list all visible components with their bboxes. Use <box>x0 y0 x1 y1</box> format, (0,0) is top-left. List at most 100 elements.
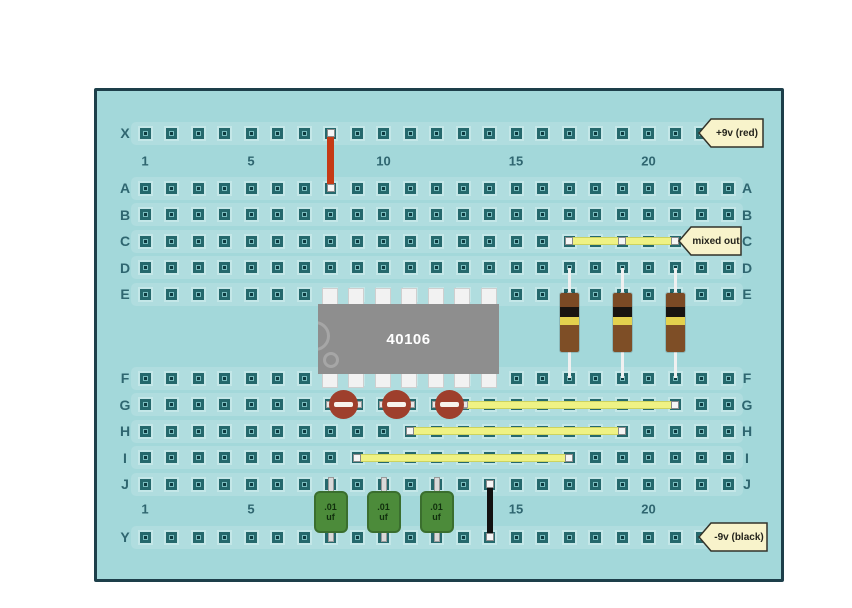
net-label-tag-shape <box>698 118 764 148</box>
breadboard-hole <box>510 288 522 300</box>
breadboard-hole <box>219 127 230 139</box>
wire-end-cap <box>618 427 626 435</box>
breadboard-hole <box>590 478 601 490</box>
capacitor-value: uf <box>432 512 441 522</box>
trimmer-pot[interactable] <box>435 390 465 419</box>
breadboard-hole <box>219 425 230 437</box>
breadboard-hole <box>192 425 204 437</box>
row-label-left-Y: Y <box>120 529 130 545</box>
breadboard-hole <box>457 235 469 247</box>
breadboard-hole <box>245 399 257 410</box>
breadboard-hole <box>166 531 177 543</box>
breadboard-hole <box>298 425 310 437</box>
row-label-left-C: C <box>119 233 131 249</box>
row-label-right-I: I <box>745 449 749 466</box>
resistor[interactable] <box>612 293 632 352</box>
breadboard-hole <box>192 452 204 463</box>
breadboard-hole <box>298 399 310 410</box>
breadboard-hole <box>166 425 177 437</box>
breadboard-hole <box>351 531 363 543</box>
capacitor-lead <box>380 477 387 492</box>
column-label-bottom-15: 15 <box>508 501 524 517</box>
breadboard-hole <box>219 478 230 490</box>
breadboard-hole <box>643 209 654 220</box>
breadboard-hole <box>166 262 177 273</box>
ic-label: 40106 <box>386 330 431 348</box>
row-label-left-E: E <box>120 286 130 302</box>
hookup-wire[interactable] <box>463 400 675 409</box>
resistor[interactable] <box>559 293 579 352</box>
breadboard-hole <box>510 209 522 220</box>
breadboard-hole <box>245 288 257 300</box>
breadboard-hole <box>669 372 681 384</box>
jumper-wire-red[interactable] <box>327 133 334 188</box>
breadboard-hole <box>616 127 628 139</box>
breadboard-hole <box>484 235 495 247</box>
breadboard-hole <box>510 372 522 384</box>
breadboard-hole <box>457 127 469 139</box>
breadboard-hole <box>722 182 734 194</box>
breadboard-hole <box>590 182 601 194</box>
breadboard-hole <box>166 452 177 463</box>
breadboard-hole <box>272 288 283 300</box>
hookup-wire[interactable] <box>357 453 569 462</box>
breadboard-hole <box>166 399 177 410</box>
breadboard-hole <box>722 452 734 463</box>
resistor[interactable] <box>665 293 685 352</box>
breadboard-hole <box>616 531 628 543</box>
net-label-mixed-out[interactable]: mixed out <box>678 226 742 256</box>
breadboard-hole <box>510 531 522 543</box>
breadboard-hole <box>669 478 681 490</box>
row-label-left-X: X <box>120 125 130 141</box>
hookup-wire[interactable] <box>622 237 675 245</box>
breadboard-hole <box>669 425 681 437</box>
breadboard-hole <box>696 399 707 410</box>
capacitor-value: uf <box>379 512 388 522</box>
column-label-top-5: 5 <box>247 153 255 169</box>
hookup-wire[interactable] <box>410 427 622 435</box>
breadboard-hole <box>431 127 442 139</box>
breadboard-hole <box>139 127 151 139</box>
trimmer-pot[interactable] <box>329 390 359 419</box>
trimmer-pot[interactable] <box>382 390 412 419</box>
capacitor-value: .01 <box>324 502 337 512</box>
column-label-bottom-20: 20 <box>641 501 656 517</box>
row-label-right-E: E <box>742 286 752 302</box>
breadboard-hole <box>563 182 575 194</box>
row-label-right-A: A <box>741 180 753 196</box>
breadboard-hole <box>616 478 628 490</box>
row-label-right-C: C <box>741 233 753 249</box>
breadboard-hole <box>245 262 257 273</box>
hookup-wire[interactable] <box>569 237 622 245</box>
row-label-left-I: I <box>123 449 127 466</box>
breadboard-hole <box>722 399 734 410</box>
trimmer-slot-icon <box>334 402 354 407</box>
breadboard-hole <box>272 531 283 543</box>
net-label-plus9v-red[interactable]: +9v (red) <box>698 118 764 148</box>
breadboard-hole <box>722 262 734 273</box>
breadboard-hole <box>431 182 442 194</box>
column-label-bottom-1: 1 <box>141 501 149 517</box>
jumper-wire-black[interactable] <box>486 484 493 537</box>
breadboard-hole <box>139 399 151 410</box>
breadboard-hole <box>404 531 416 543</box>
breadboard-hole <box>325 425 336 437</box>
net-label-minus9v-black[interactable]: -9v (black) <box>698 522 768 552</box>
breadboard-hole <box>537 531 548 543</box>
capacitor-lead <box>327 477 334 492</box>
breadboard-hole <box>378 425 389 437</box>
breadboard-hole <box>272 127 283 139</box>
wire-end-cap <box>485 480 494 488</box>
breadboard-hole <box>166 182 177 194</box>
breadboard-hole <box>192 262 204 273</box>
breadboard-hole <box>563 531 575 543</box>
ic-chip[interactable]: 40106 <box>318 304 499 374</box>
breadboard-hole <box>563 209 575 220</box>
breadboard-hole <box>590 452 601 463</box>
breadboard-hole <box>272 452 283 463</box>
